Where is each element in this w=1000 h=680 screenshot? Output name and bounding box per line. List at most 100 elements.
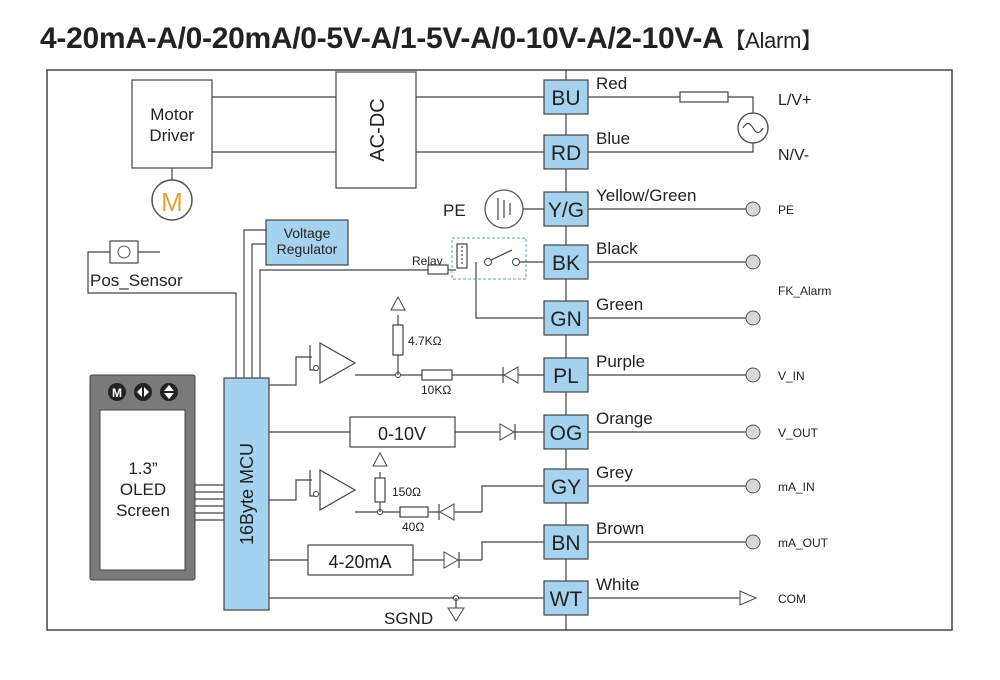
res-150-label: 150Ω	[392, 485, 421, 499]
range-0-10v-label: 0-10V	[378, 424, 426, 444]
range-4-20ma-label: 4-20mA	[328, 552, 391, 572]
relay-resistor	[427, 264, 449, 275]
wire-color-pl: Purple	[596, 352, 645, 371]
terminal-ext-og: V_OUT	[778, 426, 819, 440]
title-main: 4-20mA-A/0-20mA/0-5V-A/1-5V-A/0-10V-A/2-…	[40, 22, 724, 55]
title-suffix: 【Alarm】	[723, 28, 823, 53]
terminal-pl	[543, 357, 589, 393]
res-10k-label: 10KΩ	[421, 383, 451, 397]
terminal-wt	[543, 580, 589, 616]
terminal-code-rd: RD	[551, 142, 581, 165]
wire-color-bn: Brown	[596, 519, 644, 538]
terminal-code-bu: BU	[551, 87, 580, 110]
updown-button-icon	[160, 383, 178, 401]
res-4k7-label: 4.7KΩ	[408, 334, 442, 348]
relay-switch-icon	[490, 249, 513, 261]
relay-box	[451, 237, 527, 280]
ac-dc-label: AC-DC	[367, 98, 389, 161]
wire-color-bk: Black	[596, 239, 638, 258]
fuse-icon	[679, 91, 729, 103]
oled-label-3: Screen	[116, 501, 170, 520]
vref-arrow-2-icon	[372, 451, 388, 467]
res-40-label: 40Ω	[402, 520, 424, 534]
svg-text:M: M	[112, 386, 122, 400]
resistor-40	[399, 506, 429, 518]
oled-buttons: M	[108, 383, 178, 401]
wire-color-gn: Green	[596, 295, 643, 314]
oled-label-2: OLED	[120, 480, 166, 499]
terminal-ext-pl: V_IN	[778, 369, 805, 383]
terminal-code-og: OG	[550, 422, 583, 445]
terminal-yg	[543, 191, 589, 227]
diagram-frame	[46, 69, 953, 631]
op-amp-main	[319, 468, 357, 512]
com-arrow-icon	[739, 590, 758, 606]
menu-button-icon	[108, 383, 126, 401]
voltage-regulator-label-2: Regulator	[277, 241, 338, 257]
pos-sensor-label: Pos_Sensor	[90, 271, 183, 290]
wire-color-gy: Grey	[596, 463, 633, 482]
wire-color-bu: Red	[596, 74, 627, 93]
terminal-ext-yg: PE	[778, 203, 794, 217]
terminal-ext-rd: N/V-	[778, 147, 809, 164]
terminal-code-pl: PL	[553, 365, 579, 388]
ground-icon	[447, 607, 465, 622]
terminal-end-pl	[745, 367, 761, 383]
pe-label: PE	[443, 201, 466, 220]
terminal-gy	[543, 468, 589, 504]
terminal-end-bk	[745, 254, 761, 270]
vref-arrow-icon	[390, 295, 406, 311]
oled-label-1: 1.3”	[128, 459, 158, 478]
terminal-end-gn	[745, 310, 761, 326]
terminal-code-gy: GY	[551, 476, 581, 499]
terminal-rd	[543, 134, 589, 170]
terminal-ext-bn: mA_OUT	[778, 536, 829, 550]
motor-driver-block	[131, 79, 213, 169]
oled-screen	[99, 409, 186, 571]
terminal-ext-bu: L/V+	[778, 92, 811, 109]
terminal-gn	[543, 300, 589, 336]
wire-color-yg: Yellow/Green	[596, 186, 697, 205]
terminal-code-bn: BN	[551, 532, 580, 555]
sgnd-label: SGND	[384, 609, 433, 628]
diode-maout-icon	[443, 551, 460, 569]
terminal-bu	[543, 79, 589, 115]
wire-color-wt: White	[596, 575, 639, 594]
mcu-block	[223, 377, 270, 611]
motor-driver-label-1: Motor	[150, 105, 194, 124]
sensor-icon	[117, 245, 131, 259]
wire-color-og: Orange	[596, 409, 653, 428]
ac-dc-block	[335, 71, 417, 189]
resistor-150	[374, 477, 386, 503]
terminal-code-yg: Y/G	[548, 199, 584, 222]
terminal-end-gy	[745, 478, 761, 494]
page-title: 4-20mA-A/0-20mA/0-5V-A/1-5V-A/0-10V-A/2-…	[40, 22, 823, 56]
terminal-og	[543, 414, 589, 450]
voltage-regulator-label-1: Voltage	[284, 225, 331, 241]
terminal-end-yg	[745, 201, 761, 217]
terminal-ext-gy: mA_IN	[778, 480, 815, 494]
resistor-4k7	[392, 324, 404, 356]
resistor-10k	[421, 369, 453, 381]
terminal-code-wt: WT	[550, 588, 583, 611]
diode-vin-icon	[502, 366, 519, 384]
motor-icon	[151, 179, 193, 221]
voltage-regulator-block	[265, 219, 349, 266]
terminal-end-bn	[745, 534, 761, 550]
diode-main-icon	[438, 503, 455, 521]
terminal-code-gn: GN	[550, 308, 582, 331]
motor-symbol: M	[161, 187, 183, 217]
mcu-label: 16Byte MCU	[237, 443, 257, 545]
fk-alarm-label: FK_Alarm	[778, 284, 831, 298]
terminal-bk	[543, 244, 589, 280]
wire-color-rd: Blue	[596, 129, 630, 148]
terminal-code-bk: BK	[552, 252, 580, 275]
terminal-ext-wt: COM	[778, 592, 806, 606]
diode-vout-icon	[499, 423, 516, 441]
motor-driver-label-2: Driver	[149, 126, 195, 145]
op-amp-vin	[319, 341, 357, 385]
terminal-end-og	[745, 424, 761, 440]
set-button-icon	[134, 383, 152, 401]
